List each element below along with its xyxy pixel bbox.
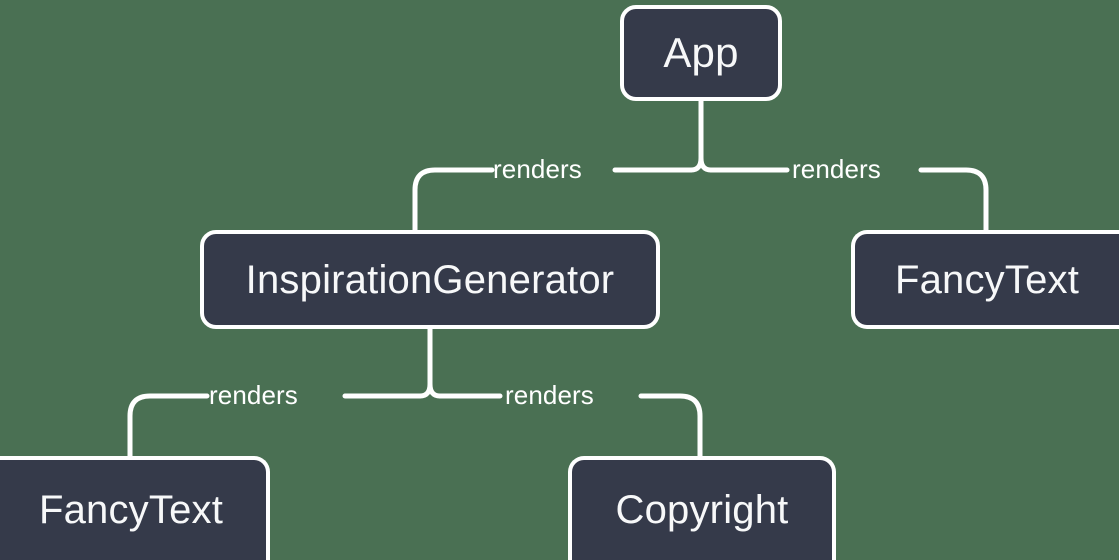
edge-label-app-to-inspiration: renders [493, 154, 582, 184]
edge-inspiration-to-copyright-seg-right [638, 393, 703, 459]
edge-app-to-fancytext-seg-right [918, 167, 989, 233]
edge-app-junction-left [688, 155, 704, 173]
node-inspiration-generator[interactable]: InspirationGenerator [200, 230, 660, 329]
edge-app-junction-right [698, 155, 714, 173]
edge-inspiration-to-fancytext-seg-left [127, 393, 210, 459]
edge-label-inspiration-to-copyright: renders [505, 380, 594, 410]
edge-label-app-to-fancytext: renders [792, 154, 881, 184]
node-app-label: App [663, 29, 739, 76]
node-copyright[interactable]: Copyright [568, 456, 836, 560]
edge-app-to-inspiration-seg-left [412, 167, 495, 233]
node-fancytext-right-label: FancyText [894, 257, 1080, 302]
node-fancytext-left-label: FancyText [38, 488, 224, 532]
node-inspiration-generator-label: InspirationGenerator [245, 257, 615, 302]
node-copyright-label: Copyright [615, 488, 789, 532]
edge-inspiration-junction-left [417, 381, 433, 399]
node-app[interactable]: App [620, 5, 782, 101]
node-fancytext-right[interactable]: FancyText [851, 230, 1119, 329]
edge-inspiration-junction-right [427, 381, 443, 399]
edge-label-inspiration-to-fancytext: renders [209, 380, 298, 410]
node-fancytext-left[interactable]: FancyText [0, 456, 270, 560]
